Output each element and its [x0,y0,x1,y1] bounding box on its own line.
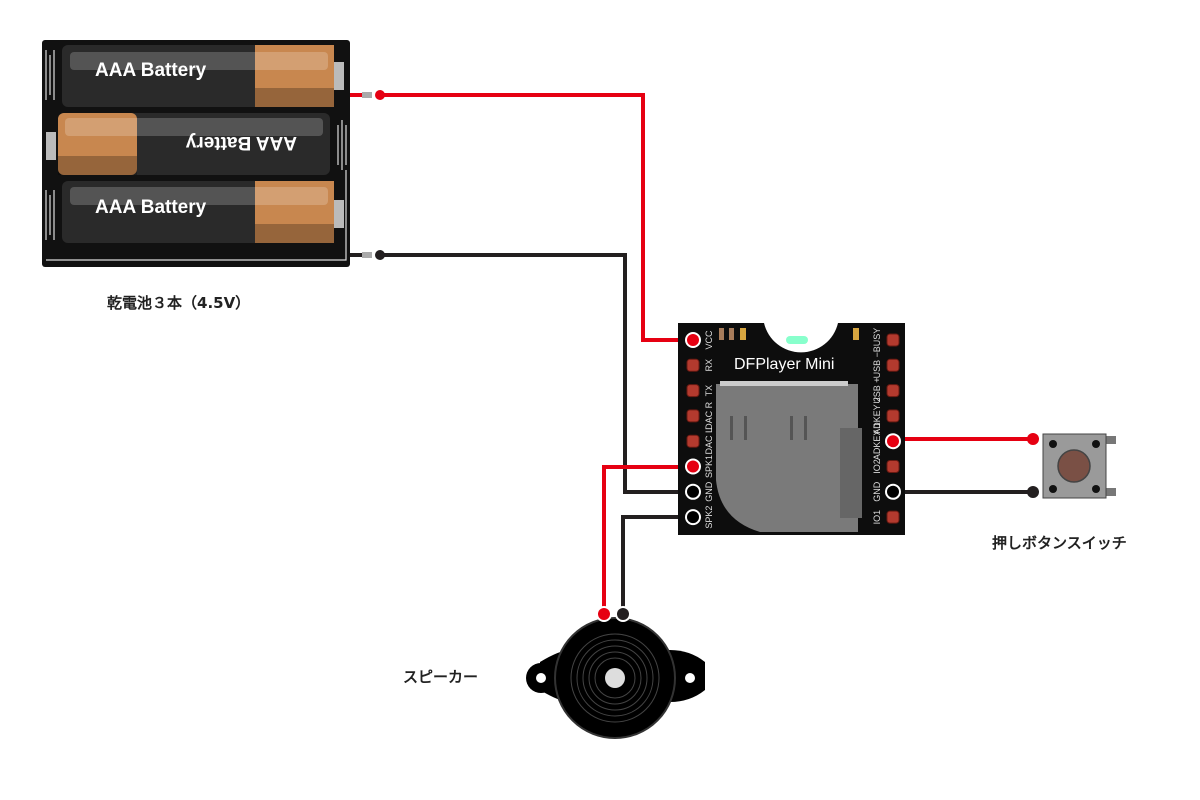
pin-left-dac-r[interactable]: DAC R [686,401,714,430]
pin-left-gnd[interactable]: GND [685,481,714,502]
pin-label: SPK2 [704,506,714,529]
pin-label: DAC R [704,401,714,430]
battery-cell-1 [62,45,344,107]
wire-battery-plus-to-vcc [380,93,693,342]
battery-cell-1-label: AAA Battery [95,60,207,81]
wire-battery-minus-to-gnd [380,253,693,494]
pin-right-busy[interactable]: BUSY [872,328,900,353]
battery-cell-2 [46,113,330,175]
pin-right-gnd[interactable]: GND [872,481,901,502]
sd-card-slot [716,381,862,532]
pin-right-usb-[interactable]: USB − [872,352,900,378]
pin-right-io2[interactable]: IO2 [872,459,900,474]
speaker-label: スピーカー [403,668,479,686]
pin-left-spk2[interactable]: SPK2 [685,506,714,529]
pin-label: USB − [872,352,882,378]
pin-left-tx[interactable]: TX [686,384,714,398]
speaker [526,606,705,739]
switch-label: 押しボタンスイッチ [992,534,1127,552]
pin-label: GND [704,481,714,502]
pin-left-rx[interactable]: RX [686,358,714,372]
pin-label: VCC [704,330,714,350]
battery-pack-label: 乾電池３本（4.5V） [107,294,251,312]
pin-label: TX [704,385,714,397]
pin-label: ADKEY 2 [872,397,882,435]
pin-left-dac-l[interactable]: DAC L [686,428,714,455]
pin-left-vcc[interactable]: VCC [685,330,714,350]
wire-spk1-to-speaker [602,465,693,615]
battery-cell-3 [62,181,344,243]
pin-label: IO2 [872,459,882,474]
wires [380,93,1033,615]
pin-left-spk1[interactable]: SPK1 [685,455,714,478]
wire-spk2-to-speaker [621,515,693,615]
battery-cell-3-label: AAA Battery [95,197,207,218]
pin-label: USB + [872,377,882,403]
battery-cell-2-label: AAA Battery [185,132,297,153]
push-button-switch[interactable] [1027,433,1116,499]
battery-pack: AAA Battery AAA Battery AAA Battery [42,40,385,267]
pin-label: SPK1 [704,455,714,478]
pin-label: ADKEY 1 [872,422,882,460]
pin-right-adkey-2[interactable]: ADKEY 2 [872,397,900,435]
pin-label: BUSY [872,328,882,353]
pin-label: DAC L [704,428,714,455]
pin-label: RX [704,359,714,372]
pin-right-usb-[interactable]: USB + [872,377,900,404]
pin-label: GND [872,481,882,502]
pin-label: IO1 [872,510,882,525]
pin-right-io1[interactable]: IO1 [872,510,900,525]
module-title: DFPlayer Mini [734,356,834,373]
pin-right-adkey-1[interactable]: ADKEY 1 [872,422,901,460]
